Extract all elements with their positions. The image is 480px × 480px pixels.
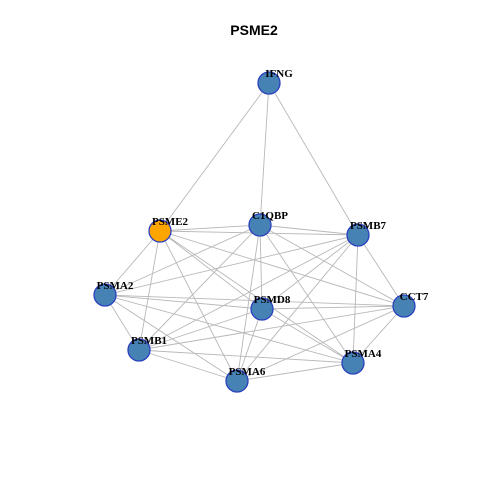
edge-cct7-psma4: [352, 305, 405, 364]
node-psma2: [93, 283, 117, 307]
edge-psmb1-psma6: [138, 349, 238, 382]
edge-cct7-psma6: [236, 305, 405, 382]
edge-ifng-c1qbp: [259, 82, 270, 226]
edge-c1qbp-cct7: [259, 224, 405, 307]
node-label-psmd8: PSMD8: [254, 294, 291, 306]
edge-psmb7-cct7: [357, 234, 405, 307]
edge-psmd8-psma6: [236, 308, 263, 382]
node-label-psma4: PSMA4: [345, 348, 382, 360]
edge-psmb1-psma4: [138, 349, 354, 364]
edge-psma2-psmd8: [104, 294, 263, 310]
edge-psmb7-psmd8: [261, 234, 359, 310]
node-label-psmb1: PSMB1: [131, 335, 167, 347]
edge-psmb7-psma2: [104, 234, 359, 296]
node-psma4: [341, 351, 365, 375]
edge-c1qbp-psmb7: [259, 224, 359, 236]
edge-psma4-psma6: [236, 362, 354, 382]
diagram-title: PSME2: [230, 22, 278, 38]
edge-psmd8-psmb1: [138, 308, 263, 351]
edge-psma2-psma6: [104, 294, 238, 382]
node-psmd8: [250, 297, 274, 321]
node-psmb1: [127, 338, 151, 362]
edge-psme2-psma2: [104, 230, 161, 296]
node-psmb7: [346, 223, 370, 247]
edge-ifng-psme2: [159, 82, 270, 232]
edge-psme2-cct7: [159, 230, 405, 307]
edge-layer: [104, 82, 405, 382]
edge-cct7-psmb1: [138, 305, 405, 351]
node-label-psmb7: PSMB7: [350, 220, 387, 232]
node-ifng: [257, 71, 281, 95]
node-label-ifng: IFNG: [265, 68, 293, 80]
node-cct7: [392, 294, 416, 318]
edge-ifng-psmb7: [268, 82, 359, 236]
edge-psmb7-psma4: [352, 234, 359, 364]
node-label-psma6: PSMA6: [229, 366, 266, 378]
edge-psme2-c1qbp: [159, 224, 261, 232]
node-label-psma2: PSMA2: [97, 280, 134, 292]
node-c1qbp: [248, 213, 272, 237]
node-layer: [93, 71, 416, 393]
edge-c1qbp-psmd8: [259, 224, 263, 310]
node-psme2: [148, 219, 172, 243]
edge-psme2-psma4: [159, 230, 354, 364]
edge-c1qbp-psma2: [104, 224, 261, 296]
node-psma6: [225, 369, 249, 393]
edge-psme2-psmb1: [138, 230, 161, 351]
edge-psmd8-cct7: [261, 305, 405, 310]
edge-psme2-psma6: [159, 230, 238, 382]
edge-psmd8-psma4: [261, 308, 354, 364]
node-label-psme2: PSME2: [152, 216, 189, 228]
edge-c1qbp-psmb1: [138, 224, 261, 351]
edge-c1qbp-psma6: [236, 224, 261, 382]
edge-psma2-psma4: [104, 294, 354, 364]
edge-psmb7-psmb1: [138, 234, 359, 351]
edge-c1qbp-psma4: [259, 224, 354, 364]
node-label-cct7: CCT7: [400, 291, 429, 303]
node-label-c1qbp: C1QBP: [252, 210, 288, 222]
